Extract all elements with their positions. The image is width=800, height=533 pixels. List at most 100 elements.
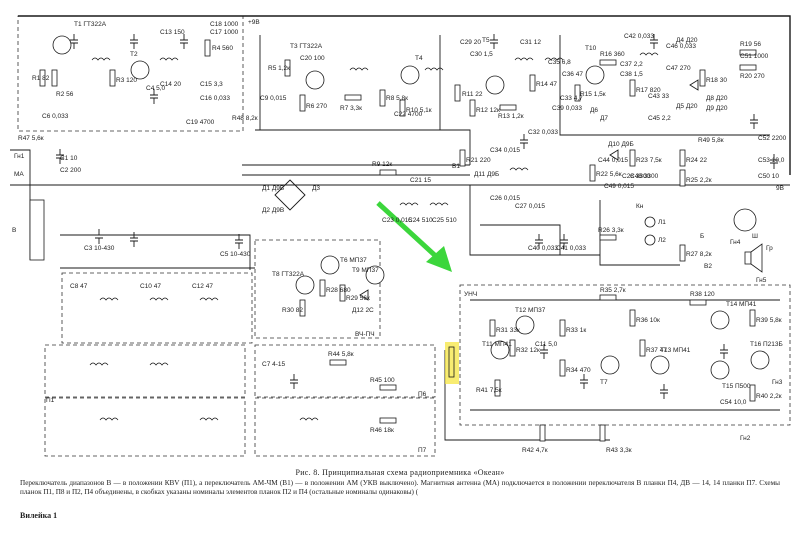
label-c42: C42 0,033 [624, 33, 654, 40]
label-c48: C48 3300 [630, 173, 659, 180]
label-t10: T10 [585, 45, 597, 52]
label-9v: 9В [776, 185, 784, 192]
label-c37: C37 2,2 [620, 61, 643, 68]
insert-label: Вилейка 1 [20, 511, 58, 520]
label-r9: R9 12к [372, 161, 392, 168]
label-sh: Ш [752, 233, 758, 240]
label-r33: R33 1к [566, 327, 586, 334]
label-r35: R35 2,7к [600, 287, 626, 294]
label-c24: C24 510 [408, 217, 433, 224]
label-d12: Д12 2С [352, 307, 374, 314]
label-c43: C43 33 [648, 93, 669, 100]
label-r20: R20 270 [740, 73, 765, 80]
label-r31: R31 33к [496, 327, 520, 334]
label-c30: C30 1,5 [470, 51, 493, 58]
label-r48: R48 8,2к [232, 115, 258, 122]
input-line [10, 149, 31, 260]
label-t4: T4 [415, 55, 423, 62]
label-r37: R37 47 [646, 347, 667, 354]
label-c31: C31 12 [520, 39, 541, 46]
label-r10: R10 5,1к [406, 107, 432, 114]
label-c12: C12 47 [192, 283, 213, 290]
label-d3: Д3 [312, 185, 320, 192]
label-r12: R12 12к [476, 107, 500, 114]
plate-p6-outline [254, 344, 436, 398]
label-t9: T9 МП37 [352, 267, 379, 274]
label-t2: T2 [130, 51, 138, 58]
label-c17: C17 1000 [210, 29, 239, 36]
label-c27: C27 0,015 [515, 203, 545, 210]
label-r36: R36 10к [636, 317, 660, 324]
label-d11: Д11 Д9Б [474, 171, 499, 178]
label-c40: C40 0,033 [528, 245, 558, 252]
label-d5: Д5 Д20 [676, 103, 698, 110]
vch-block-outline [254, 239, 381, 339]
label-c50: C50 10 [758, 173, 779, 180]
label-r24: R24 22 [686, 157, 707, 164]
power-rail-top [18, 15, 791, 175]
label-c41: C41 0,033 [556, 245, 586, 252]
label-c36: C36 47 [562, 71, 583, 78]
plate-p1-outline [61, 272, 253, 344]
label-c38: C38 1,5 [620, 71, 643, 78]
label-c21: C21 15 [410, 177, 431, 184]
bus-5 [599, 200, 680, 266]
label-kn: Кн [636, 203, 644, 210]
label-t8: T8 ГТ322А [272, 271, 305, 278]
label-c13: C13 150 [160, 29, 185, 36]
green-arrow [376, 201, 452, 272]
label-c3: C3 10-430 [84, 245, 115, 252]
label-r44: R44 5,8к [328, 351, 354, 358]
label-c8: C8 47 [70, 283, 88, 290]
label-c53: C53 10,0 [758, 157, 785, 164]
label-c6: C6 0,033 [42, 113, 69, 120]
label-c45: C45 2,2 [648, 115, 671, 122]
label-c51: C51 1000 [740, 53, 769, 60]
label-r39: R39 5,8к [756, 317, 782, 324]
label-r45: R45 100 [370, 377, 395, 384]
label-r49: R49 5,8к [698, 137, 724, 144]
label-gn1: Гн1 [14, 153, 25, 160]
label-d4: Д4 Д20 [676, 37, 698, 44]
label-c10: C10 47 [140, 283, 161, 290]
volume-line [444, 350, 610, 441]
label-gn2: Гн2 [740, 435, 751, 442]
label-r29: R29 56к [346, 295, 370, 302]
label-b: Б [700, 233, 704, 240]
label-t13: T13 МП41 [660, 347, 691, 354]
bus-7 [60, 234, 251, 270]
label-c20: C20 100 [300, 55, 325, 62]
label-c26: C26 0,015 [490, 195, 520, 202]
speaker-icon [744, 243, 763, 273]
label-v1: В1 [452, 163, 460, 170]
label-c18: C18 1000 [210, 21, 239, 28]
label-r1: R1 82 [32, 75, 50, 82]
label-r11: R11 22 [462, 91, 483, 98]
label-t14: T14 МП41 [726, 301, 757, 308]
highlight-mark [445, 342, 459, 384]
plate-p3-outline [44, 397, 246, 457]
label-r16: R16 360 [600, 51, 625, 58]
label-c35: C35 6,8 [548, 59, 571, 66]
bus-4 [469, 185, 600, 256]
label-c1: C1 10 [60, 155, 78, 162]
label-r15: R15 1,5к [580, 91, 606, 98]
label-c7: C7 4-15 [262, 361, 286, 368]
coil-group [29, 52, 659, 421]
label-d2: Д2 Д9В [262, 207, 284, 214]
label-r47: R47 5,6к [18, 135, 44, 142]
label-ma: МА [14, 171, 24, 178]
label-r7: R7 3,3к [340, 105, 362, 112]
label-r46: R46 18к [370, 427, 394, 434]
lamp-group [644, 208, 757, 246]
label-t7: T7 [600, 379, 608, 386]
label-c11: C11 5,0 [535, 341, 558, 348]
label-c54: C54 10,0 [720, 399, 747, 406]
resistor-group [39, 39, 757, 442]
label-c2: C2 200 [60, 167, 81, 174]
label-v: В [12, 227, 16, 234]
label-v2: В2 [704, 263, 712, 270]
label-r26: R26 3,3к [598, 227, 624, 234]
plate-p2-outline [44, 344, 246, 398]
label-r28: R28 680 [326, 287, 351, 294]
